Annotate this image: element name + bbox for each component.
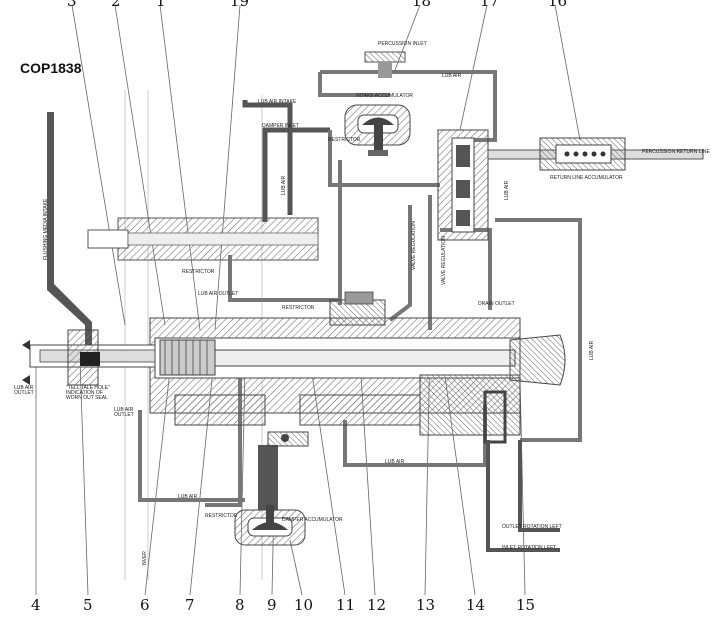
part-number-3: 3 xyxy=(67,0,77,10)
part-number-5: 5 xyxy=(83,596,93,614)
part-number-11: 11 xyxy=(336,596,356,614)
front-shank xyxy=(22,329,156,386)
part-number-18: 18 xyxy=(412,0,432,10)
percussion-inlet xyxy=(364,51,406,78)
intake-accumulator xyxy=(344,104,411,156)
label-flushing-media-intake: FLUSHING MEDIA INTAKE xyxy=(43,198,49,260)
part-number-17: 17 xyxy=(480,0,500,10)
part-number-4: 4 xyxy=(31,596,41,614)
part-number-6: 6 xyxy=(140,596,150,614)
upper-housing xyxy=(87,217,319,261)
valve-block xyxy=(437,129,489,241)
label-return-line-accumulator: RETURN LINE ACCUMULATOR xyxy=(550,175,623,181)
label-lub-air-top: LUB AIR xyxy=(442,73,462,79)
upper-pipes xyxy=(242,100,330,222)
label-lub-air-vertical: LUB AIR xyxy=(281,175,287,195)
part-number-13: 13 xyxy=(416,596,436,614)
part-number-1: 1 xyxy=(156,0,166,10)
label-valve-regulation-2: VALVE REGULATION xyxy=(441,236,447,285)
part-number-19: 19 xyxy=(230,0,250,10)
label-outlet-rotation-left: OUTLET ROTATION LEFT xyxy=(502,524,562,530)
label-inlet-rotation-left: INLET ROTATION LEFT xyxy=(502,545,557,551)
model-title: COP1838 xyxy=(20,60,82,76)
part-number-14: 14 xyxy=(466,596,486,614)
part-number-2: 2 xyxy=(111,0,121,10)
part-number-10: 10 xyxy=(294,596,314,614)
label-restrictor-top: RESTRICTOR xyxy=(328,137,361,143)
label-lub-air-intake: LUB AIR INTAKE xyxy=(258,99,297,105)
label-lub-air-right: LUB AIR xyxy=(504,180,510,200)
label-damper-inlet: DAMPER INLET xyxy=(262,123,299,129)
label-intake-accumulator: INTAKE ACCUMULATOR xyxy=(356,93,413,99)
label-tell-tale-hole: "TELL TALE HOLE" INDICATION OF WORN OUT … xyxy=(66,385,110,401)
label-restrictor-mid: RESTRICTOR xyxy=(182,269,215,275)
label-nver: NVER xyxy=(142,551,148,565)
label-lub-air-bottom-center: LUB AIR xyxy=(385,459,405,465)
return-line xyxy=(487,137,704,171)
label-percussion-inlet: PERCUSSION INLET xyxy=(378,41,427,47)
center-restrictor xyxy=(267,431,309,447)
part-number-16: 16 xyxy=(548,0,568,10)
label-lub-air-outlet-upper: LUB AIR OUTLET xyxy=(198,291,239,297)
rotation-lines xyxy=(486,440,560,552)
label-restrictor-center: RESTRICTOR xyxy=(282,305,315,311)
part-number-8: 8 xyxy=(235,596,245,614)
part-number-9: 9 xyxy=(267,596,277,614)
label-restrictor-bottom: RESTRICTOR xyxy=(205,513,238,519)
main-body xyxy=(149,291,521,436)
label-drain-outlet: DRAIN OUTLET xyxy=(478,301,515,307)
rear-piston xyxy=(483,334,566,444)
part-number-15: 15 xyxy=(516,596,536,614)
label-lub-air-outlet-left: LUB AIR OUTLET xyxy=(14,385,34,396)
label-lub-air-bottom-left: LUB AIR xyxy=(178,494,198,500)
label-valve-regulation-1: VALVE REGULATION xyxy=(411,221,417,270)
label-lub-air-outlet-lower: LUB AIR OUTLET xyxy=(114,407,134,418)
part-number-12: 12 xyxy=(367,596,387,614)
damper-accumulator xyxy=(234,445,306,546)
label-percussion-return-line: PERCUSSION RETURN LINE xyxy=(642,149,710,155)
label-lub-air-far-right: LUB AIR xyxy=(589,340,595,360)
part-number-7: 7 xyxy=(185,596,195,614)
flushing-pipe xyxy=(47,112,92,345)
label-damper-accumulator: DAMPER ACCUMULATOR xyxy=(282,517,343,523)
